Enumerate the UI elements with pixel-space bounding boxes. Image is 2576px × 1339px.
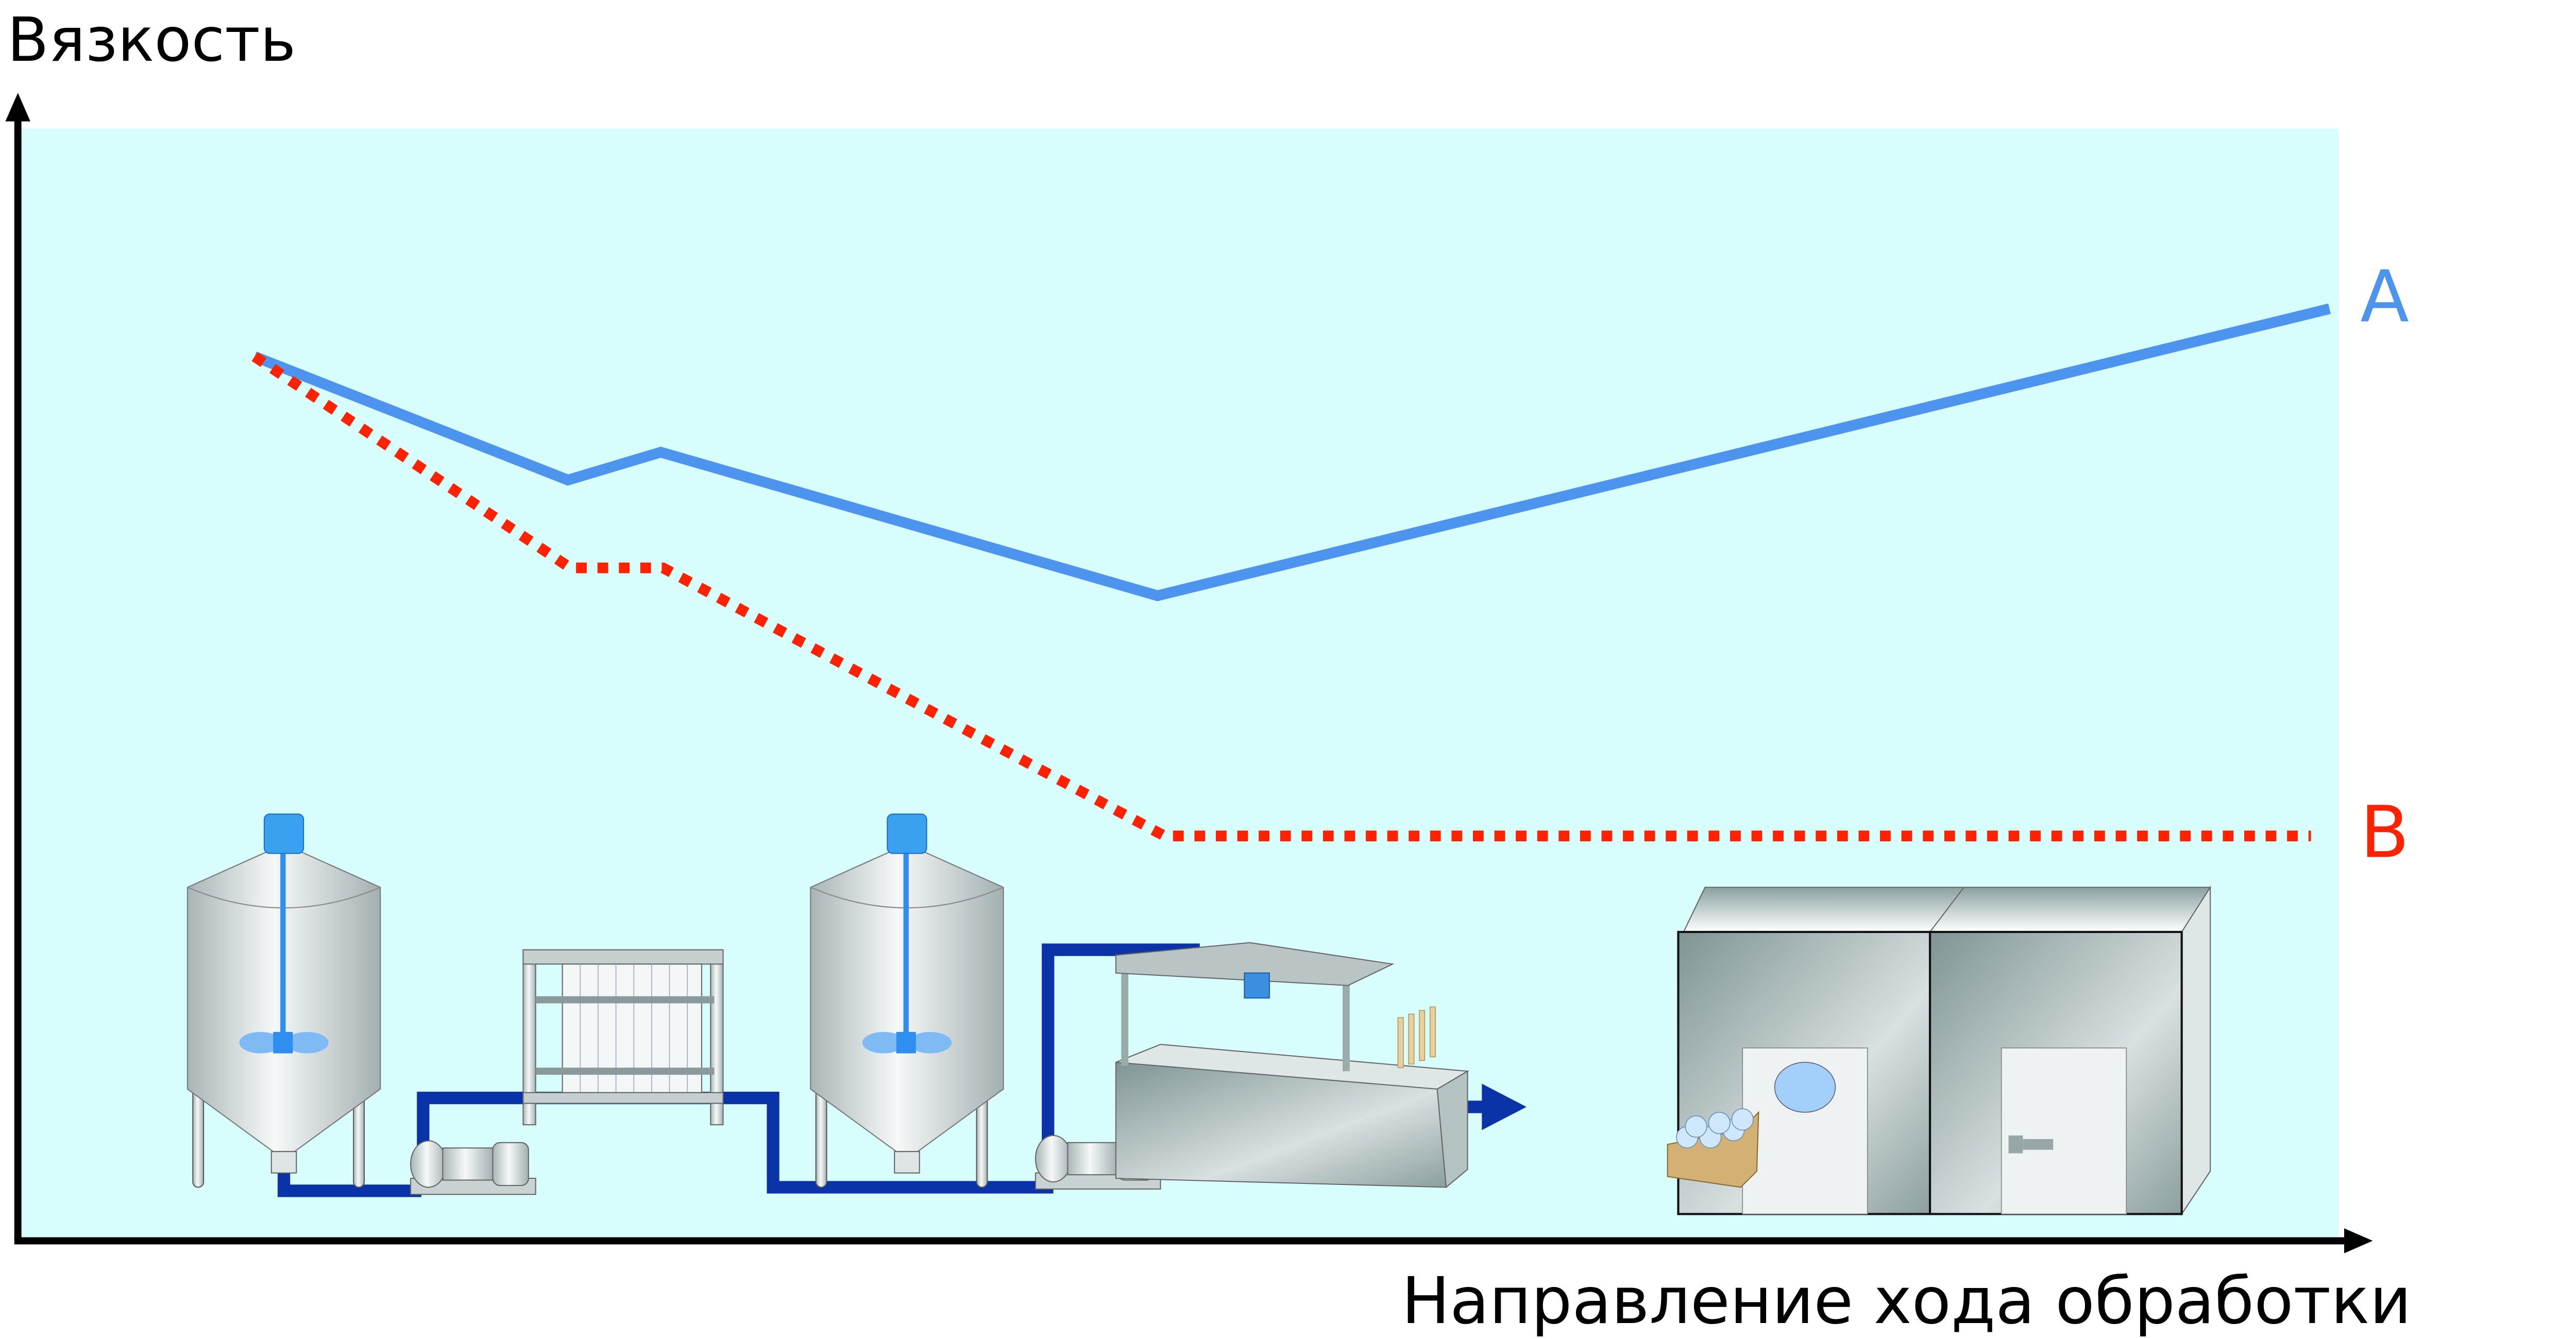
door-with-window: [1742, 1047, 1868, 1215]
axes: [5, 93, 2373, 1253]
series-line-a: [252, 303, 2331, 602]
output-arrow-icon: [1482, 1083, 1527, 1130]
pump-1: [410, 1140, 536, 1195]
series-layer: [251, 303, 2331, 841]
process-equipment: [187, 813, 2212, 1216]
series-line-b: [251, 352, 2311, 841]
cold-storage-room: [1667, 885, 2212, 1216]
door: [2001, 1047, 2127, 1215]
agitator-motor-icon: [263, 813, 304, 854]
series-label-a: A: [2360, 255, 2409, 338]
x-axis-arrow-icon: [2344, 1228, 2373, 1253]
plate-heat-exchanger: [522, 949, 724, 1126]
y-axis-label: Вязкость: [7, 5, 296, 75]
agitator-motor-icon: [887, 813, 927, 854]
mixing-tank-2: [810, 813, 1004, 1188]
y-axis-arrow-icon: [5, 93, 30, 122]
filling-machine: [1115, 942, 1469, 1189]
x-axis-label: Направление хода обработки: [1401, 1264, 2411, 1338]
mixing-tank-1: [187, 813, 381, 1188]
series-label-b: B: [2360, 790, 2409, 874]
